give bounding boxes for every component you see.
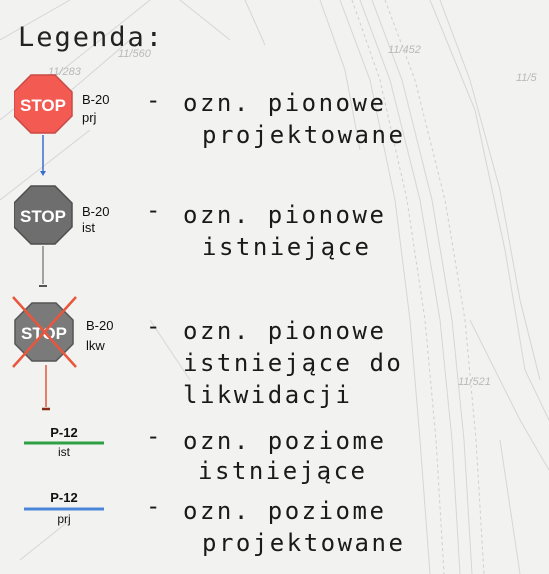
- legend-description-line2: projektowane: [202, 529, 406, 557]
- stop-sign-text: STOP: [20, 207, 66, 226]
- legend-description-line1: ozn. poziome: [183, 497, 387, 525]
- marking-code: P-12: [50, 490, 78, 505]
- legend-description-line1: ozn. pionowe: [183, 317, 387, 345]
- legend-description-line2: projektowane: [202, 121, 406, 149]
- sign-post-marker: [40, 171, 46, 176]
- stop-sign-octagon: [14, 74, 73, 134]
- stop-sign-octagon: [14, 185, 73, 245]
- parcel-number: 11/560: [118, 48, 151, 60]
- stop-sign-to-remove-icon: STOP: [12, 296, 77, 411]
- sign-code: B-20: [82, 92, 110, 107]
- stop-sign-text: STOP: [20, 96, 66, 115]
- parcel-number: 11/5: [516, 72, 537, 84]
- stop-sign-projected-icon: STOP: [14, 74, 73, 176]
- legend-description-line1: ozn. pionowe: [183, 201, 387, 229]
- marking-subtype: ist: [58, 445, 70, 459]
- marking-code: P-12: [50, 425, 78, 440]
- legend-description-line3: likwidacji: [183, 381, 353, 409]
- legend-description-line1: ozn. pionowe: [183, 89, 387, 117]
- legend-dash: -: [146, 312, 161, 340]
- horizontal-marking-projected-icon: [24, 507, 104, 511]
- legend-dash: -: [146, 196, 161, 224]
- legend-dash: -: [146, 422, 161, 450]
- sign-code: B-20: [86, 318, 114, 333]
- legend-title: Legenda:: [18, 22, 165, 53]
- sign-subtype: prj: [82, 110, 97, 125]
- parcel-number: 11/452: [388, 44, 421, 56]
- legend-dash: -: [146, 86, 161, 114]
- legend-description-line2: istniejące do: [183, 349, 404, 377]
- sign-code: B-20: [82, 204, 110, 219]
- sign-subtype: ist: [82, 220, 95, 235]
- sign-subtype: lkw: [86, 338, 105, 353]
- legend-description-line1: ozn. poziome: [183, 427, 387, 455]
- stop-sign-existing-icon: STOP: [14, 185, 73, 287]
- legend-description-line2: istniejące: [202, 233, 372, 261]
- legend-description-line2: istniejące: [198, 457, 368, 485]
- horizontal-marking-existing-icon: [24, 441, 104, 445]
- marking-subtype: prj: [57, 512, 71, 526]
- cross-out-line: [12, 296, 77, 368]
- parcel-number: 11/283: [48, 66, 81, 78]
- parcel-number: 11/521: [458, 376, 491, 388]
- legend-dash: -: [146, 492, 161, 520]
